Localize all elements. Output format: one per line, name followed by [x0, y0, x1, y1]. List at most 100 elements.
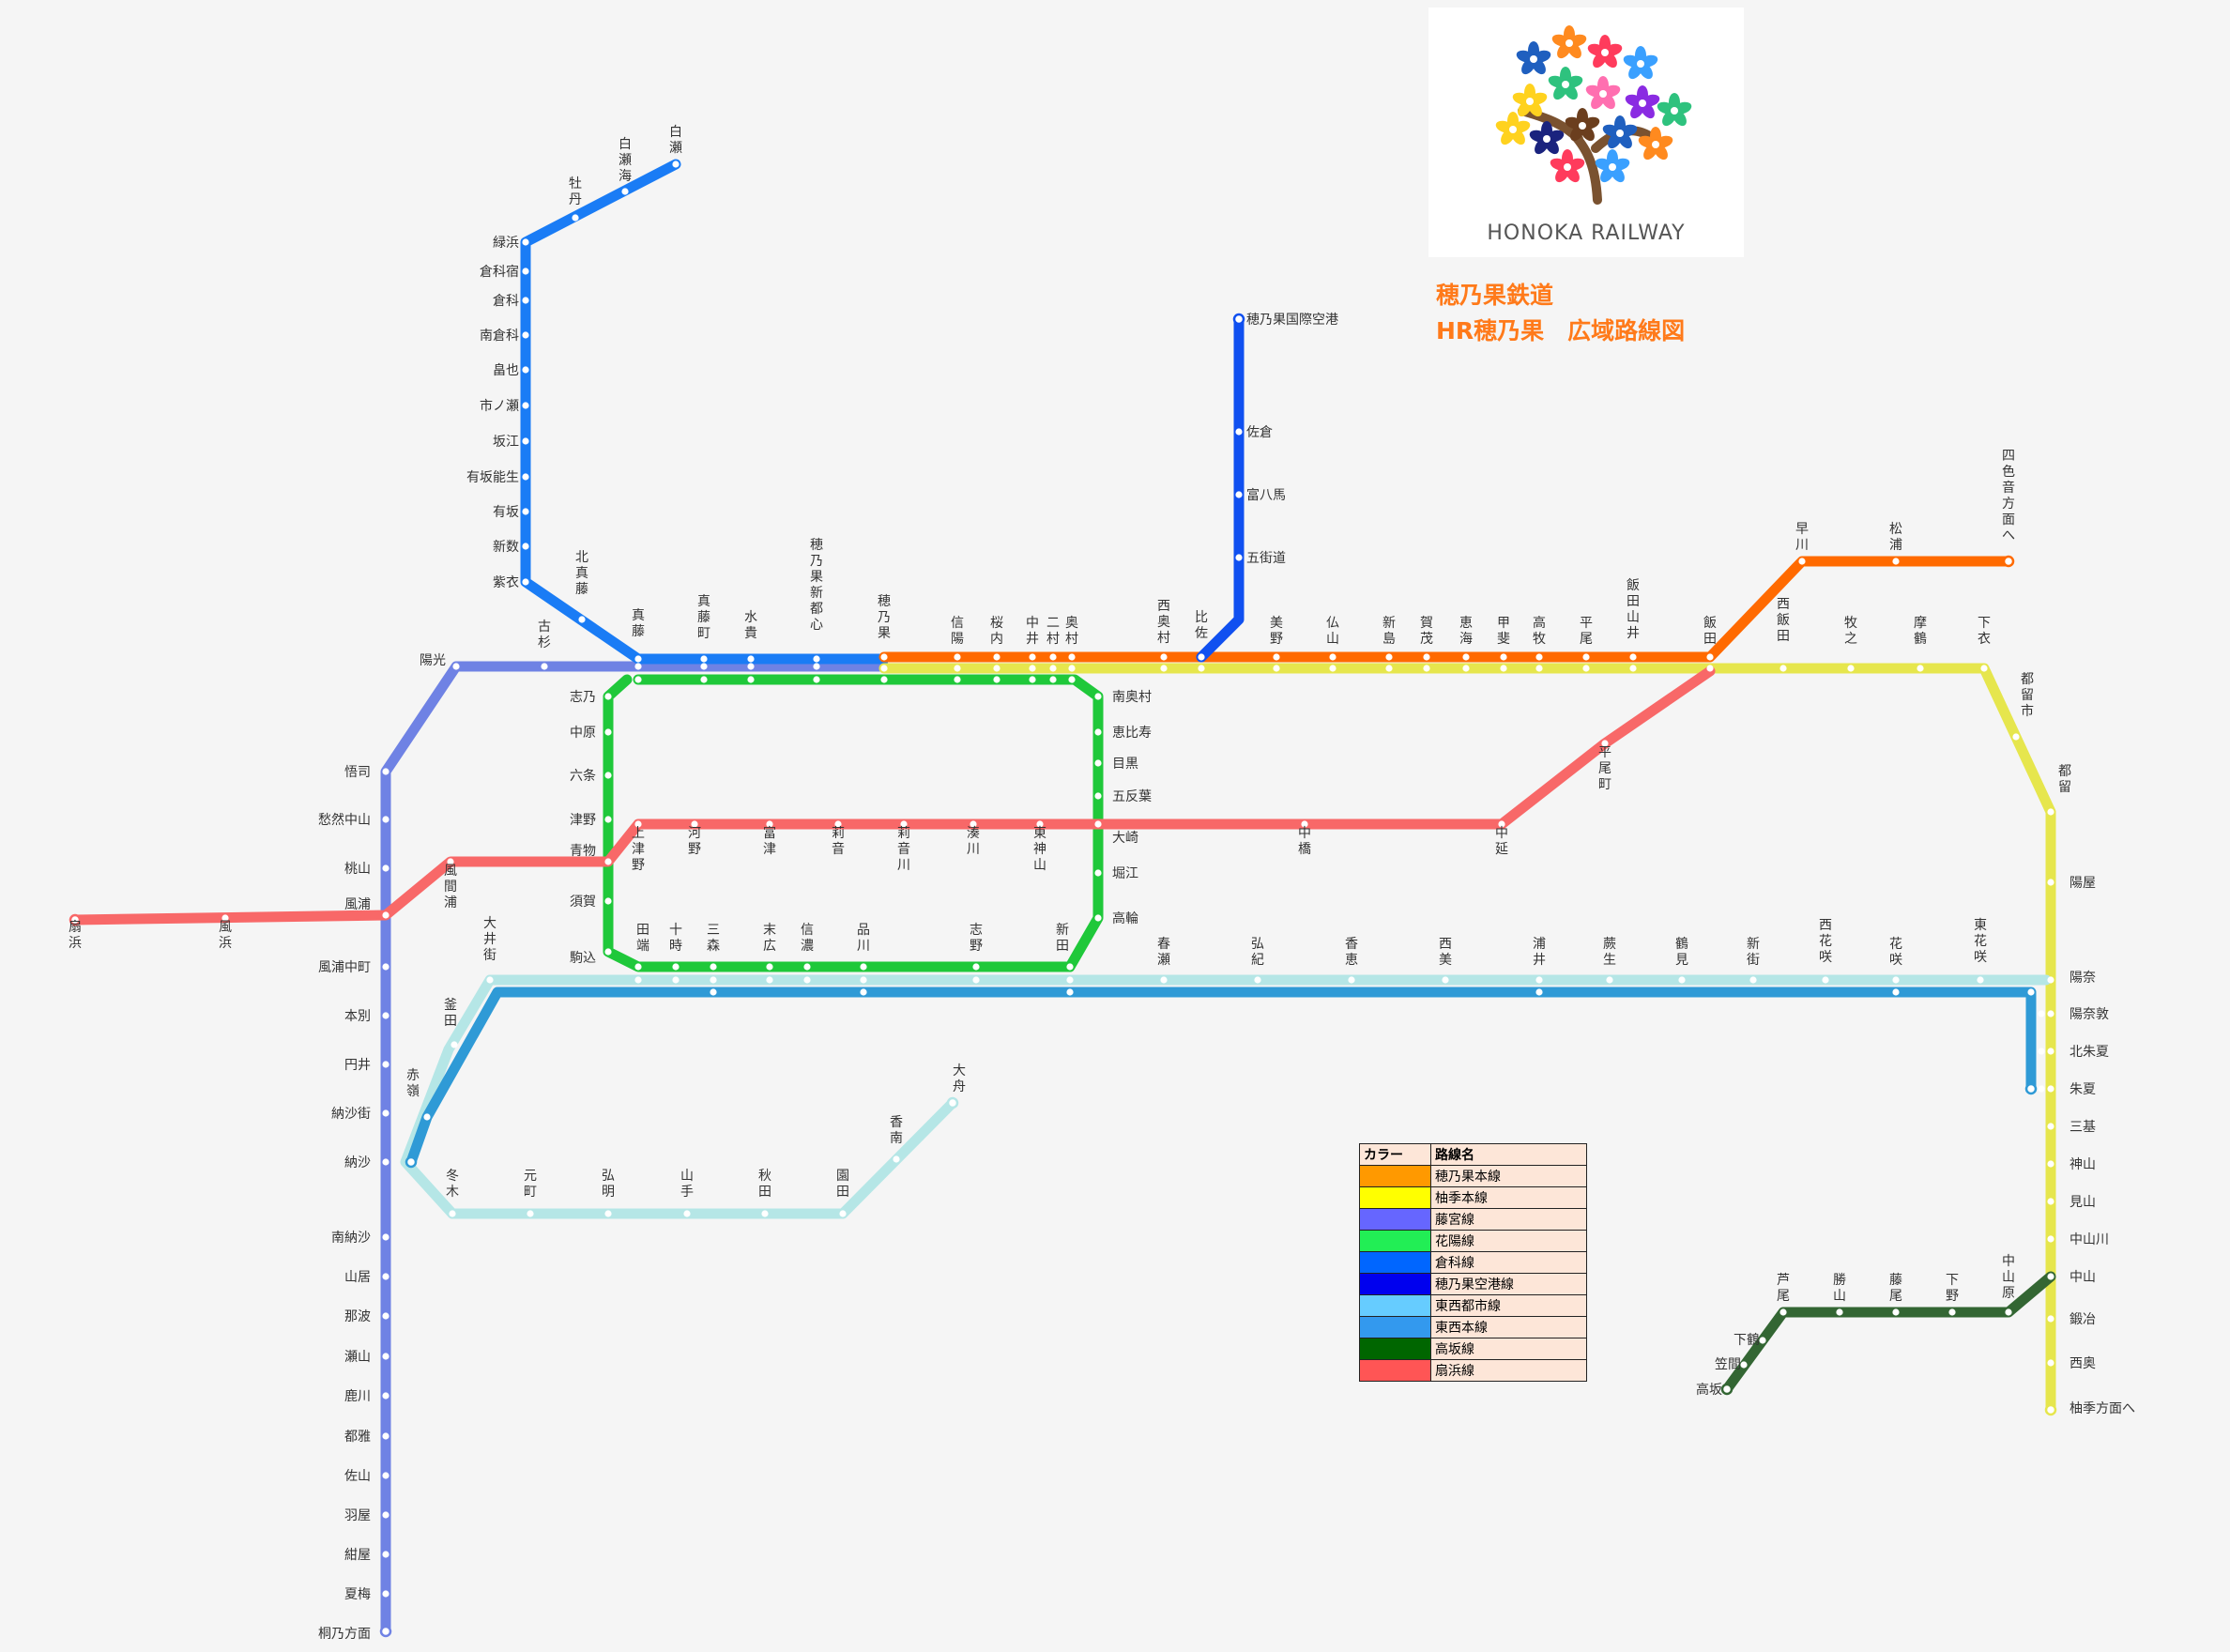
- station-dot[interactable]: [2047, 808, 2054, 816]
- station-dot[interactable]: [405, 1155, 418, 1169]
- station-dot[interactable]: [1235, 428, 1243, 436]
- station-dot[interactable]: [1160, 976, 1168, 984]
- station-dot[interactable]: [1066, 988, 1074, 996]
- station-dot[interactable]: [993, 665, 1000, 672]
- station-dot[interactable]: [2002, 555, 2015, 568]
- station-dot[interactable]: [1160, 665, 1168, 672]
- station-dot[interactable]: [2047, 1010, 2054, 1017]
- station-dot[interactable]: [634, 820, 642, 828]
- station-dot[interactable]: [1535, 988, 1543, 996]
- station-dot[interactable]: [1329, 665, 1336, 672]
- station-dot[interactable]: [1029, 665, 1036, 672]
- station-dot[interactable]: [604, 728, 612, 736]
- station-dot[interactable]: [578, 616, 586, 623]
- station-dot[interactable]: [813, 655, 820, 663]
- station-dot[interactable]: [1779, 1308, 1787, 1316]
- station-dot[interactable]: [813, 663, 820, 670]
- station-dot[interactable]: [691, 820, 698, 828]
- station-dot[interactable]: [2047, 879, 2054, 886]
- station-dot[interactable]: [2047, 1315, 2054, 1323]
- station-dot[interactable]: [1423, 665, 1430, 672]
- station-dot[interactable]: [813, 676, 820, 683]
- station-dot[interactable]: [1917, 665, 1924, 672]
- station-dot[interactable]: [2047, 1085, 2054, 1093]
- station-dot[interactable]: [1498, 820, 1505, 828]
- station-dot[interactable]: [1348, 976, 1355, 984]
- station-dot[interactable]: [1500, 665, 1507, 672]
- station-dot[interactable]: [621, 188, 629, 195]
- station-dot[interactable]: [604, 1210, 612, 1217]
- station-dot[interactable]: [860, 963, 867, 971]
- station-dot[interactable]: [1423, 653, 1430, 661]
- station-dot[interactable]: [2047, 1048, 2054, 1055]
- station-dot[interactable]: [604, 693, 612, 700]
- station-dot[interactable]: [1822, 976, 1829, 984]
- station-dot[interactable]: [572, 214, 579, 222]
- station-dot[interactable]: [672, 976, 680, 984]
- station-dot[interactable]: [634, 963, 642, 971]
- station-dot[interactable]: [1442, 976, 1449, 984]
- station-dot[interactable]: [834, 820, 842, 828]
- station-dot[interactable]: [451, 1041, 458, 1048]
- station-dot[interactable]: [803, 976, 811, 984]
- station-dot[interactable]: [1462, 665, 1470, 672]
- station-dot[interactable]: [1798, 558, 1806, 565]
- station-dot[interactable]: [1198, 653, 1205, 661]
- station-dot[interactable]: [880, 653, 888, 661]
- station-dot[interactable]: [900, 820, 908, 828]
- station-dot[interactable]: [1049, 665, 1057, 672]
- station-dot[interactable]: [382, 1353, 389, 1360]
- station-dot[interactable]: [522, 238, 529, 246]
- station-dot[interactable]: [382, 1233, 389, 1241]
- station-dot[interactable]: [1892, 558, 1900, 565]
- station-dot[interactable]: [522, 473, 529, 481]
- station-dot[interactable]: [382, 816, 389, 823]
- station-dot[interactable]: [604, 772, 612, 779]
- station-dot[interactable]: [604, 897, 612, 905]
- station-dot[interactable]: [382, 1511, 389, 1519]
- station-dot[interactable]: [2024, 1082, 2038, 1095]
- station-dot[interactable]: [1329, 653, 1336, 661]
- station-dot[interactable]: [1629, 653, 1637, 661]
- station-dot[interactable]: [1160, 653, 1168, 661]
- station-dot[interactable]: [839, 1210, 847, 1217]
- station-dot[interactable]: [382, 864, 389, 872]
- station-dot[interactable]: [382, 1061, 389, 1068]
- station-dot[interactable]: [1706, 653, 1714, 661]
- station-dot[interactable]: [634, 676, 642, 683]
- station-dot[interactable]: [634, 655, 642, 663]
- station-dot[interactable]: [2027, 988, 2035, 996]
- station-dot[interactable]: [1535, 653, 1543, 661]
- station-dot[interactable]: [1235, 554, 1243, 561]
- station-dot[interactable]: [2047, 1198, 2054, 1205]
- station-dot[interactable]: [634, 976, 642, 984]
- station-dot[interactable]: [1500, 653, 1507, 661]
- station-dot[interactable]: [382, 1273, 389, 1280]
- station-dot[interactable]: [1759, 1337, 1766, 1344]
- station-dot[interactable]: [1068, 665, 1076, 672]
- station-dot[interactable]: [954, 653, 961, 661]
- station-dot[interactable]: [382, 1551, 389, 1558]
- station-dot[interactable]: [221, 914, 229, 922]
- station-dot[interactable]: [382, 1012, 389, 1019]
- station-dot[interactable]: [423, 1113, 431, 1121]
- station-dot[interactable]: [1582, 653, 1590, 661]
- station-dot[interactable]: [880, 665, 888, 672]
- station-dot[interactable]: [1049, 653, 1057, 661]
- station-dot[interactable]: [382, 1158, 389, 1166]
- station-dot[interactable]: [1066, 976, 1074, 984]
- station-dot[interactable]: [604, 816, 612, 823]
- station-dot[interactable]: [382, 1432, 389, 1440]
- station-dot[interactable]: [972, 976, 980, 984]
- station-dot[interactable]: [710, 988, 717, 996]
- station-dot[interactable]: [522, 402, 529, 409]
- station-dot[interactable]: [2047, 1235, 2054, 1243]
- station-dot[interactable]: [946, 1096, 959, 1109]
- station-dot[interactable]: [1779, 665, 1787, 672]
- station-dot[interactable]: [449, 1210, 456, 1217]
- station-dot[interactable]: [1535, 665, 1543, 672]
- station-dot[interactable]: [2047, 1160, 2054, 1168]
- station-dot[interactable]: [2047, 1359, 2054, 1367]
- station-dot[interactable]: [672, 161, 680, 168]
- station-dot[interactable]: [486, 976, 494, 984]
